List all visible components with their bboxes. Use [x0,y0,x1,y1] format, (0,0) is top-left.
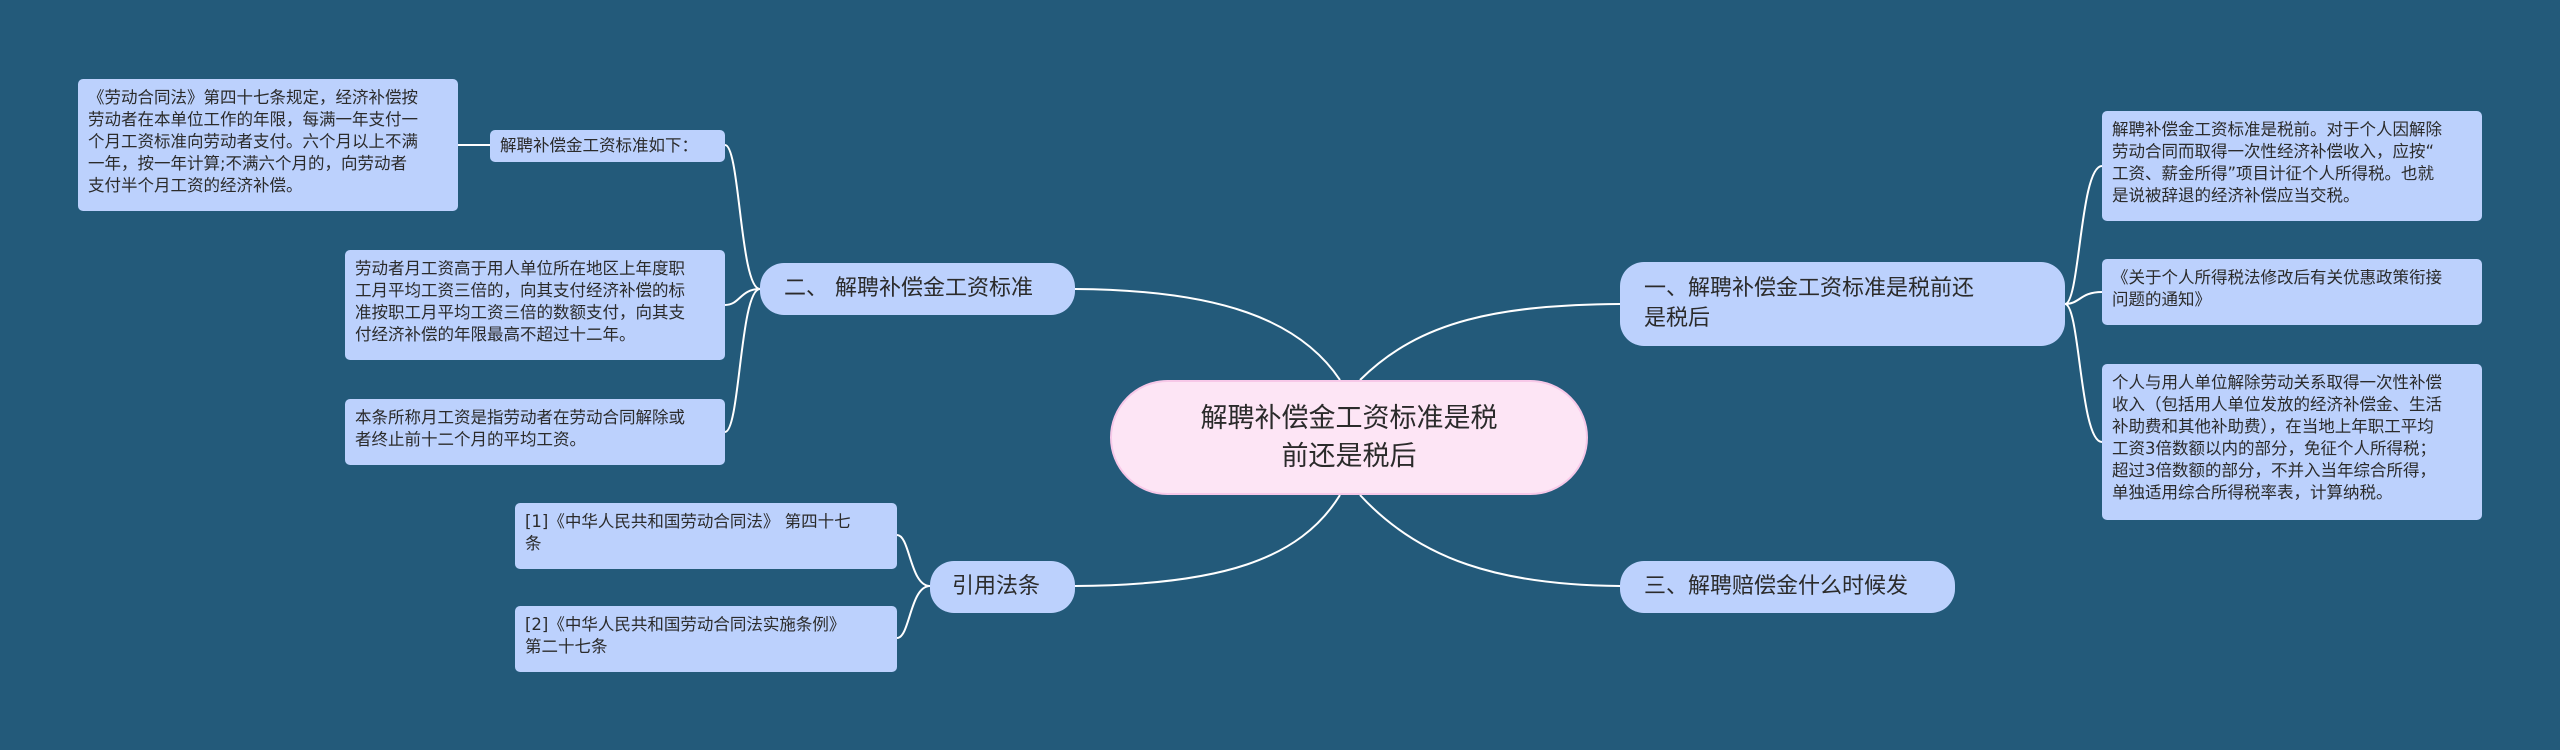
branch-compensation-standard-label: 二、 解聘补偿金工资标准 [784,276,1033,301]
leaf-standard-intro[interactable]: 解聘补偿金工资标准如下： [490,130,725,162]
branch-tax-before-after[interactable]: 一、解聘补偿金工资标准是税前还 是税后 [1620,262,2065,346]
branch-tax-before-after-label: 一、解聘补偿金工资标准是税前还 是税后 [1644,276,1975,331]
link-b1-leaf1 [2064,165,2103,305]
link-b2-leaf3 [724,288,761,433]
branch-compensation-standard[interactable]: 二、 解聘补偿金工资标准 [760,263,1075,315]
leaf-cite-labor-contract-law[interactable]: [1]《中华人民共和国劳动合同法》 第四十七 条 [515,503,897,569]
leaf-one-time-compensation-tax[interactable]: 个人与用人单位解除劳动关系取得一次性补偿 收入（包括用人单位发放的经济补偿金、生… [2102,364,2482,520]
central-topic[interactable]: 解聘补偿金工资标准是税 前还是税后 [1110,380,1588,495]
branch-cited-laws[interactable]: 引用法条 [930,561,1075,613]
leaf-tax-policy-notice[interactable]: 《关于个人所得税法修改后有关优惠政策衔接 问题的通知》 [2102,259,2482,325]
leaf-tax-before-explanation[interactable]: 解聘补偿金工资标准是税前。对于个人因解除 劳动合同而取得一次性经济补偿收入，应按… [2102,111,2482,221]
link-center-b4 [1074,494,1341,587]
leaf-cite-implementation-regulation[interactable]: [2]《中华人民共和国劳动合同法实施条例》 第二十七条 [515,606,897,672]
link-b1-leaf2 [2064,291,2103,305]
link-center-b1 [1359,303,1621,381]
branch-when-paid[interactable]: 三、解聘赔偿金什么时候发 [1620,561,1955,613]
link-b4-leaf2 [896,585,931,639]
link-b2-leaf2 [724,288,761,306]
leaf-labor-contract-law-47[interactable]: 《劳动合同法》第四十七条规定，经济补偿按 劳动者在本单位工作的年限，每满一年支付… [78,79,458,211]
branch-cited-laws-label: 引用法条 [952,574,1041,599]
leaf-high-wage-cap[interactable]: 劳动者月工资高于用人单位所在地区上年度职 工月平均工资三倍的，向其支付经济补偿的… [345,250,725,360]
link-b2-leaf1 [724,144,761,290]
leaf-monthly-wage-definition[interactable]: 本条所称月工资是指劳动者在劳动合同解除或 者终止前十二个月的平均工资。 [345,399,725,465]
link-center-b3 [1359,494,1621,587]
link-b1-leaf3 [2064,303,2103,443]
link-b4-leaf1 [896,534,931,587]
central-topic-label: 解聘补偿金工资标准是税 前还是税后 [1200,402,1498,472]
branch-when-paid-label: 三、解聘赔偿金什么时候发 [1644,574,1909,599]
link-center-b2 [1074,288,1341,381]
